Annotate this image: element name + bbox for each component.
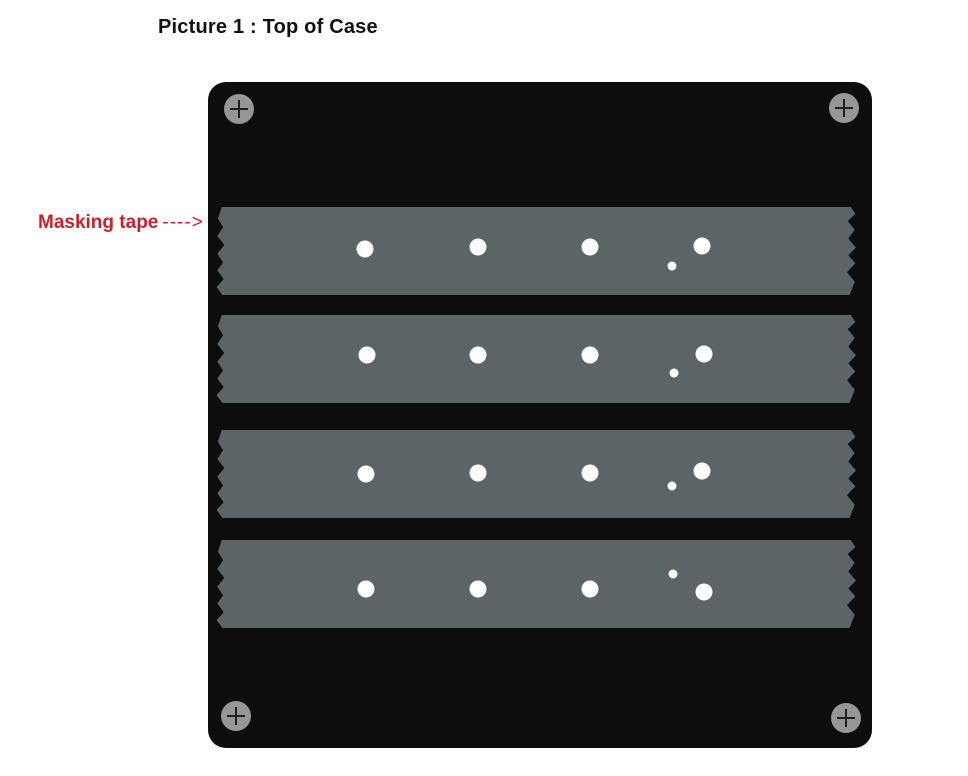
hole-dot (581, 346, 599, 364)
masking-tape-strip (216, 315, 856, 403)
hole-dot (469, 464, 487, 482)
case-top (208, 82, 872, 748)
hole-dot (693, 462, 711, 480)
hole-dot (668, 569, 678, 579)
hole-dot (357, 580, 375, 598)
screw-icon-top-left (224, 94, 254, 124)
screw-icon-top-right (829, 93, 859, 123)
masking-tape-strip (216, 207, 856, 295)
masking-tape-label: Masking tape (38, 212, 159, 233)
masking-tape-strip (216, 540, 856, 628)
hole-dot (669, 368, 679, 378)
screw-icon-bottom-right (831, 703, 861, 733)
dashed-arrow-icon: ----> (162, 212, 204, 233)
hole-dot (581, 464, 599, 482)
hole-dot (469, 238, 487, 256)
hole-dot (356, 240, 374, 258)
hole-dot (693, 237, 711, 255)
hole-dot (469, 580, 487, 598)
hole-dot (358, 346, 376, 364)
hole-dot (667, 481, 677, 491)
hole-dot (581, 580, 599, 598)
hole-dot (667, 261, 677, 271)
hole-dot (469, 346, 487, 364)
page-title: Picture 1 : Top of Case (158, 16, 378, 38)
screw-icon-bottom-left (221, 701, 251, 731)
hole-dot (695, 583, 713, 601)
masking-tape-annotation: Masking tape----> (38, 212, 204, 234)
hole-dot (357, 465, 375, 483)
masking-tape-strip (216, 430, 856, 518)
hole-dot (695, 345, 713, 363)
hole-dot (581, 238, 599, 256)
